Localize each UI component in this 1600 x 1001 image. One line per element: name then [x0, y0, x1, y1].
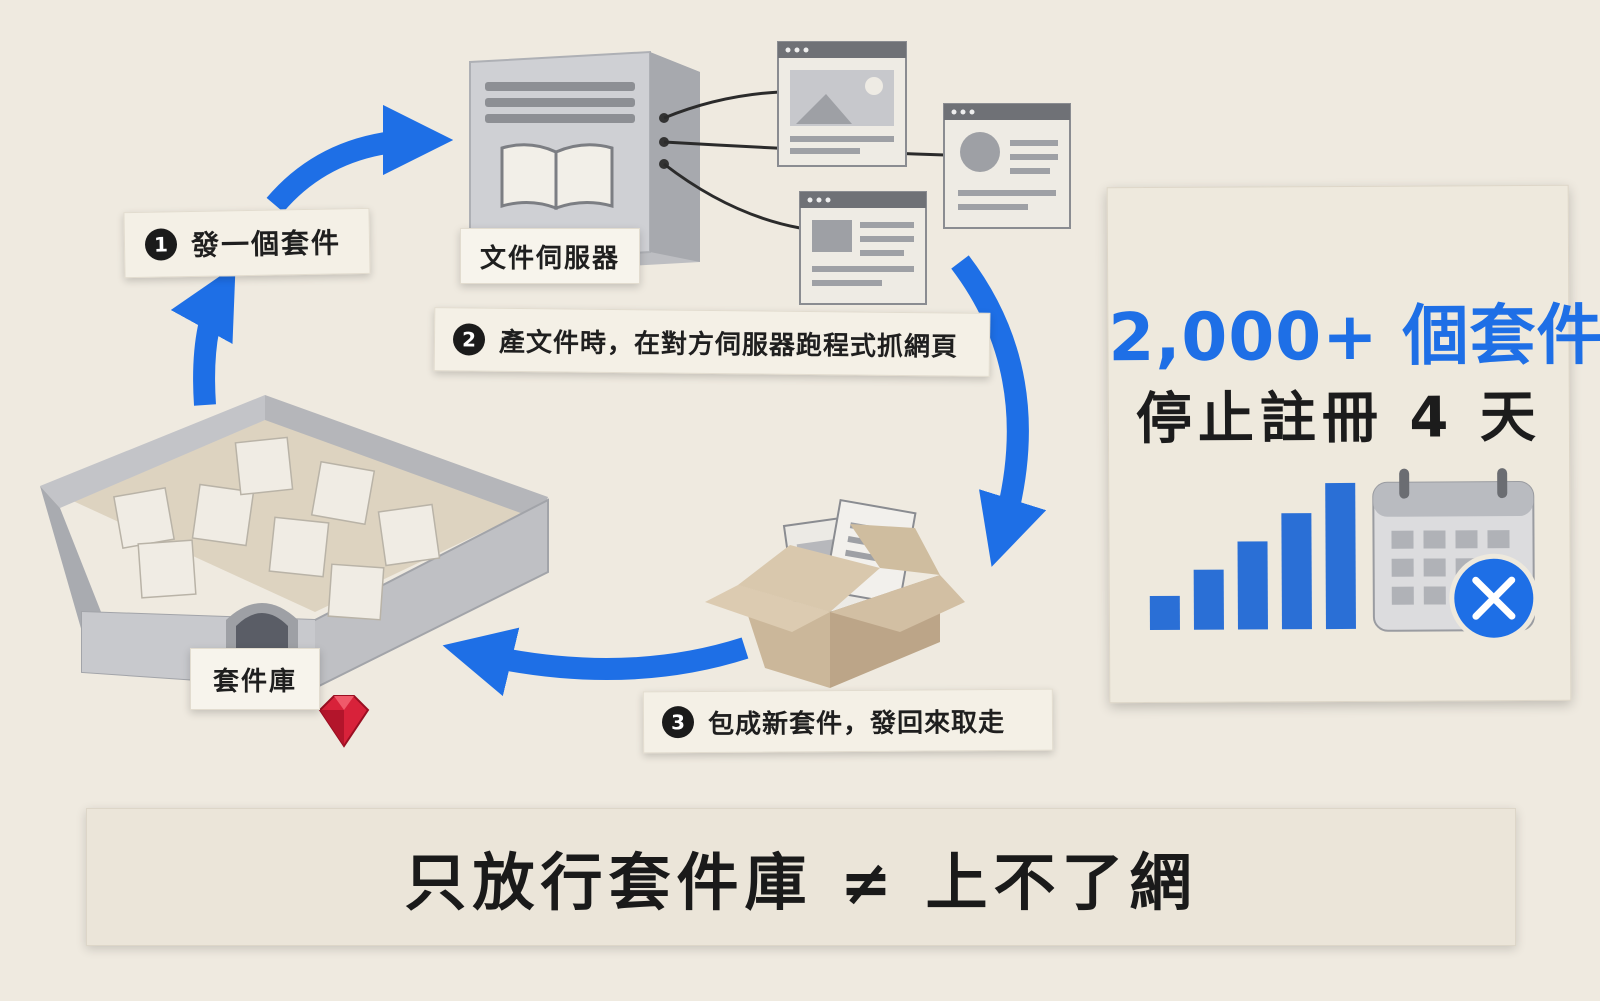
server-label-text: 文件伺服器: [479, 243, 620, 274]
step-1-text: 發一個套件: [190, 226, 342, 262]
stats-card: 2,000+ 個套件 停止註冊 4 天: [1106, 184, 1600, 704]
webpage-icon: [943, 103, 1071, 229]
step-2-text: 產文件時，在對方伺服器跑程式抓網頁: [498, 327, 959, 363]
book-icon: [500, 143, 614, 211]
conclusion-banner: 只放行套件庫 ≠ 上不了網: [86, 808, 1516, 946]
calendar-cancel-icon: [1372, 468, 1539, 643]
step-3-label: 3 包成新套件，發回來取走: [642, 688, 1054, 754]
repository-label: 套件庫: [190, 648, 320, 710]
bar-chart-icon: [1149, 482, 1356, 630]
cycle-arrow-icon: [170, 104, 1047, 697]
step-3-number: 3: [661, 706, 695, 739]
stats-illustration: [1149, 468, 1539, 643]
repository-label-text: 套件庫: [212, 666, 297, 697]
arrow-step1-to-server: [266, 104, 454, 213]
conclusion-text: 只放行套件庫 ≠ 上不了網: [404, 846, 1198, 919]
step-2-number: 2: [452, 323, 486, 356]
document-server: [469, 50, 700, 272]
step-1-number: 1: [144, 228, 178, 261]
webpage-icon: [799, 191, 927, 305]
server-label: 文件伺服器: [460, 228, 640, 284]
walled-repository-icon: [40, 395, 549, 690]
arrow-server-to-box: [951, 255, 1047, 567]
package-box-icon: [705, 498, 965, 688]
step-3-text: 包成新套件，發回來取走: [707, 707, 1006, 740]
step-1-label: 1 發一個套件: [123, 207, 371, 279]
step-2-label: 2 產文件時，在對方伺服器跑程式抓網頁: [433, 307, 991, 377]
webpage-icon: [777, 41, 907, 167]
arrow-repo-to-step1: [170, 265, 236, 406]
ruby-gem-icon: [318, 695, 370, 748]
arrow-box-to-repo: [442, 627, 749, 697]
